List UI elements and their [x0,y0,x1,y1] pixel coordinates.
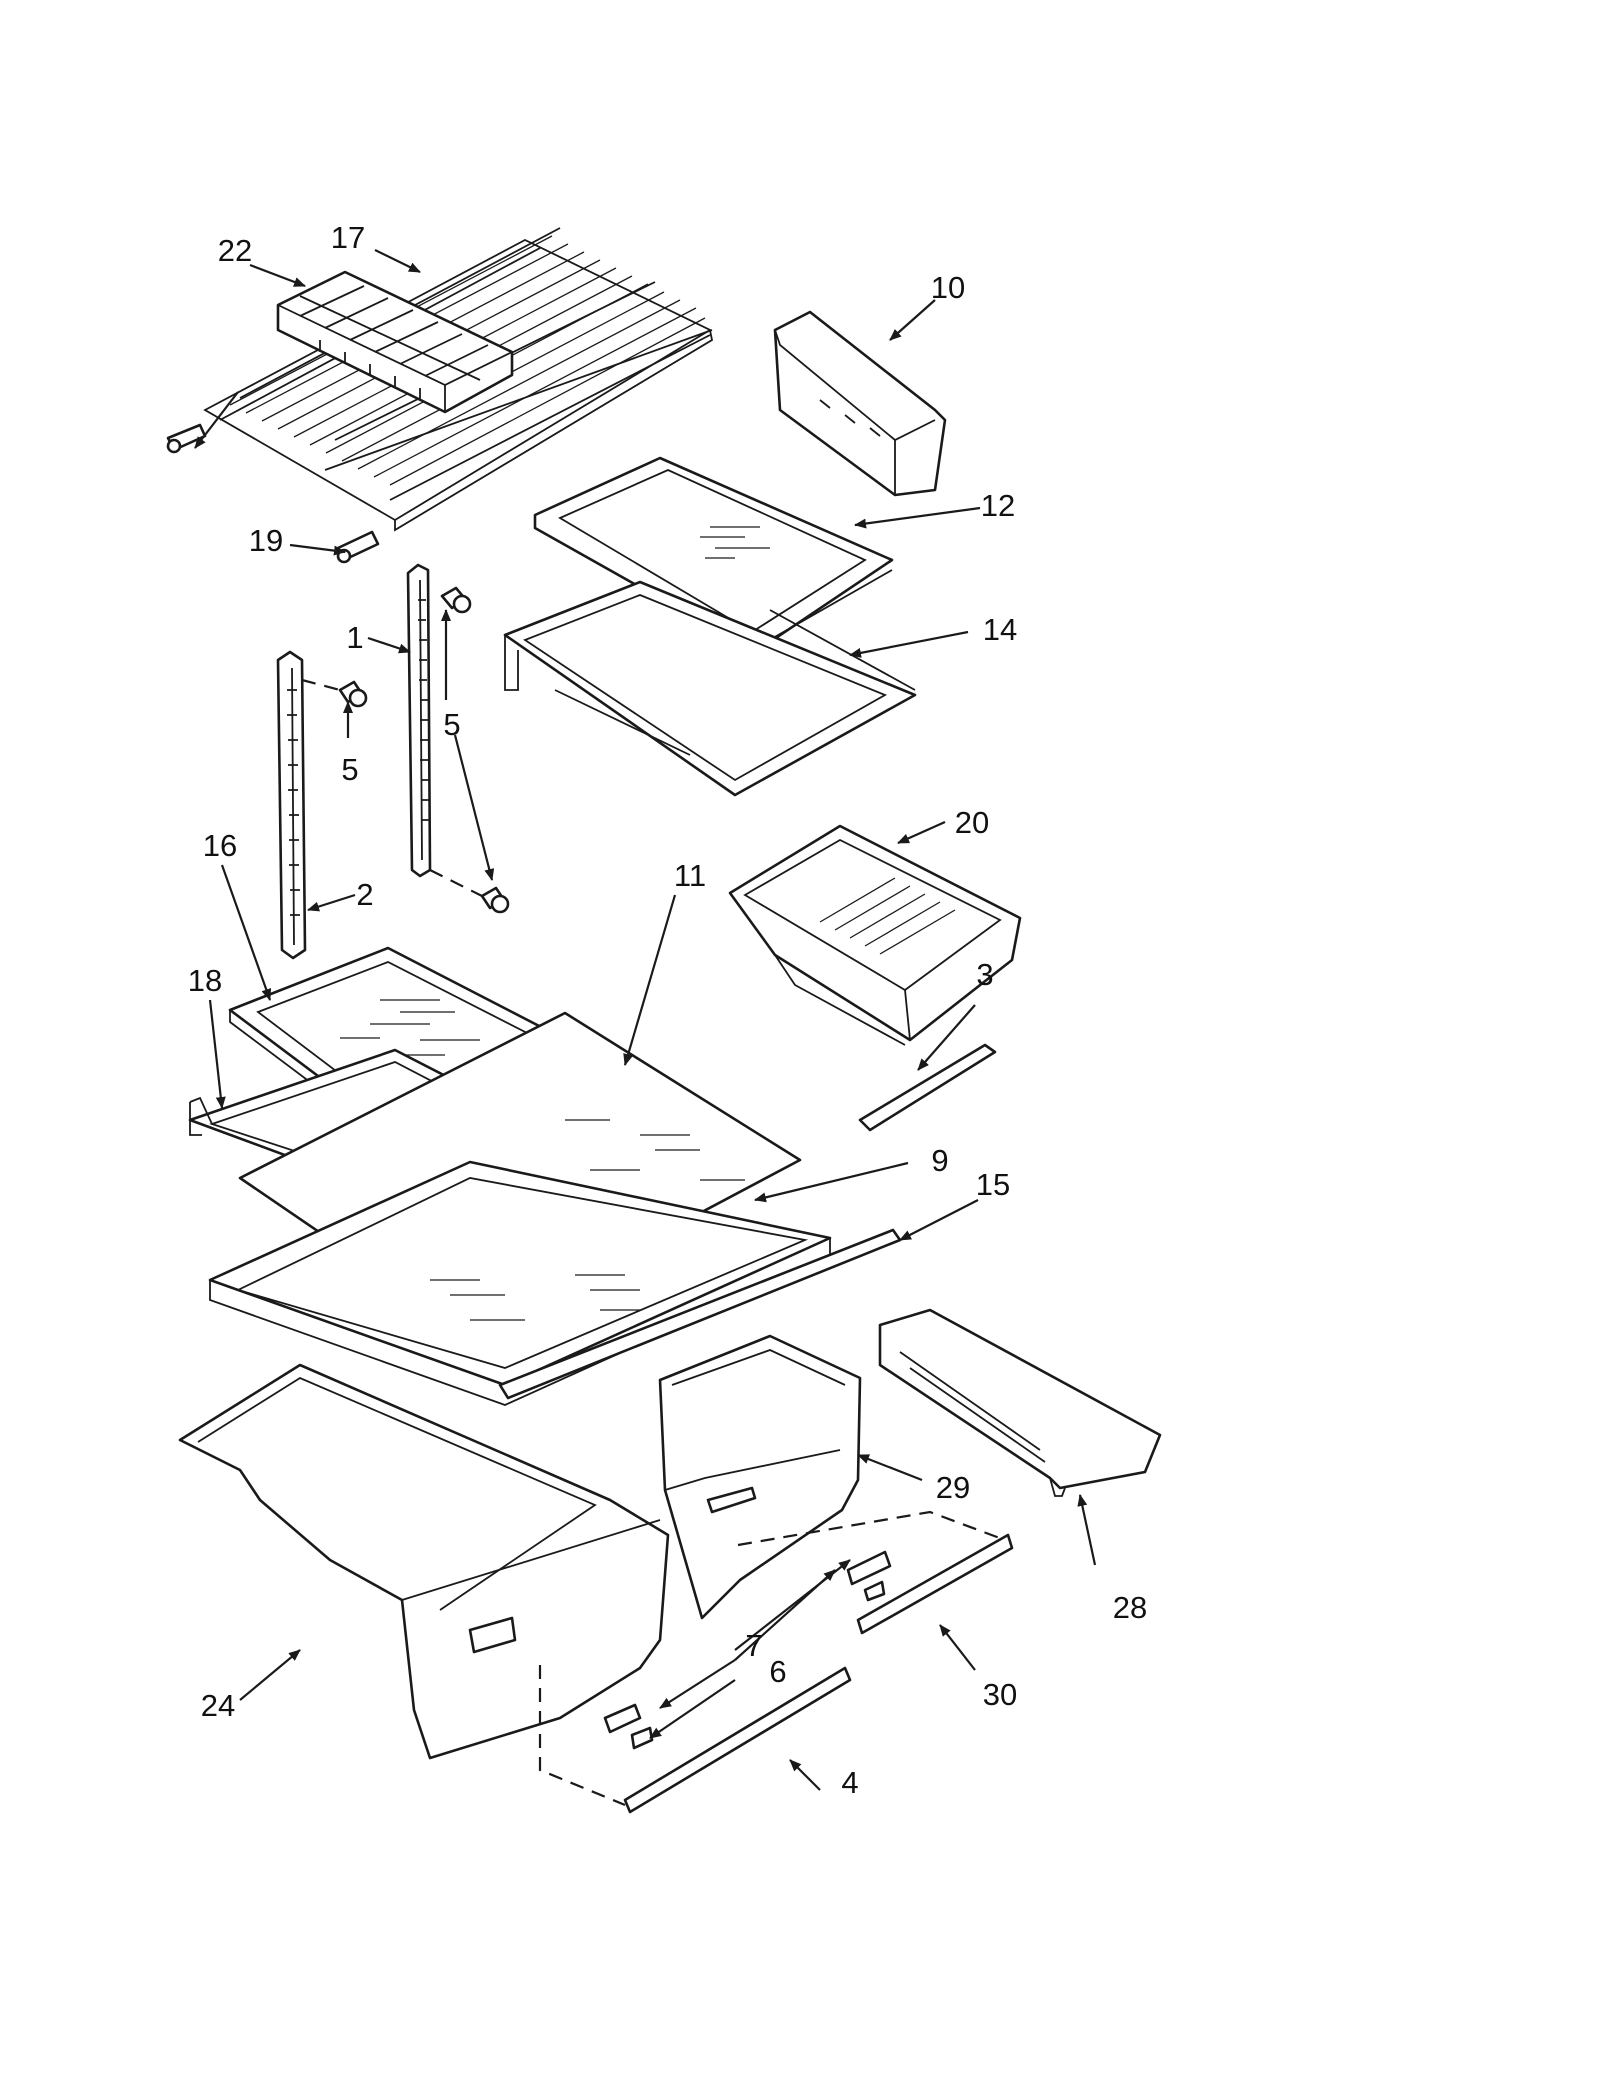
right-crisper-drawer [658,1334,862,1620]
left-crisper-drawer [178,1363,670,1760]
screws [301,586,510,914]
callout-10: 10 [931,270,965,305]
crisper-handle-4 [623,1666,852,1814]
callout-11: 11 [674,858,706,893]
callout-2: 2 [356,877,373,912]
crisper-handle-30 [856,1533,1014,1635]
ice-cube-tray [276,270,514,414]
callout-29: 29 [936,1470,970,1505]
callout-20: 20 [955,805,989,840]
callout-labels: 22 17 10 12 19 14 1 5 5 20 16 11 2 18 3 … [188,220,1147,1800]
callout-22: 22 [218,233,252,268]
callout-17: 17 [331,220,365,255]
callout-6: 6 [769,1654,786,1689]
shelf-rail-left [276,650,307,960]
upper-shelf-frame [503,580,917,797]
callout-5-upper: 5 [443,707,460,742]
drawer-clips [538,1510,1006,1807]
deli-pan [728,824,1022,1046]
shelf-rail-right [406,563,432,878]
trim-strip-3 [858,1043,997,1132]
callout-28: 28 [1113,1590,1147,1625]
shelf-pins [166,423,380,564]
crisper-cover-frame [208,1160,832,1406]
callout-5-lower: 5 [341,752,358,787]
upper-glass-shelf [533,456,894,654]
callout-4: 4 [841,1765,858,1800]
callout-12: 12 [981,488,1015,523]
door-bin [773,310,947,497]
callout-9: 9 [931,1143,948,1178]
callout-14: 14 [983,612,1017,647]
callout-7: 7 [745,1628,762,1663]
leader-lines [194,249,1097,1791]
callout-3: 3 [976,957,993,992]
callout-1: 1 [346,620,363,655]
callout-15: 15 [976,1167,1010,1202]
callout-24: 24 [201,1688,235,1723]
callout-30: 30 [983,1677,1017,1712]
callout-19: 19 [249,523,283,558]
callout-18: 18 [188,963,222,998]
crisper-slide-frame [878,1308,1162,1497]
callout-16: 16 [203,828,237,863]
